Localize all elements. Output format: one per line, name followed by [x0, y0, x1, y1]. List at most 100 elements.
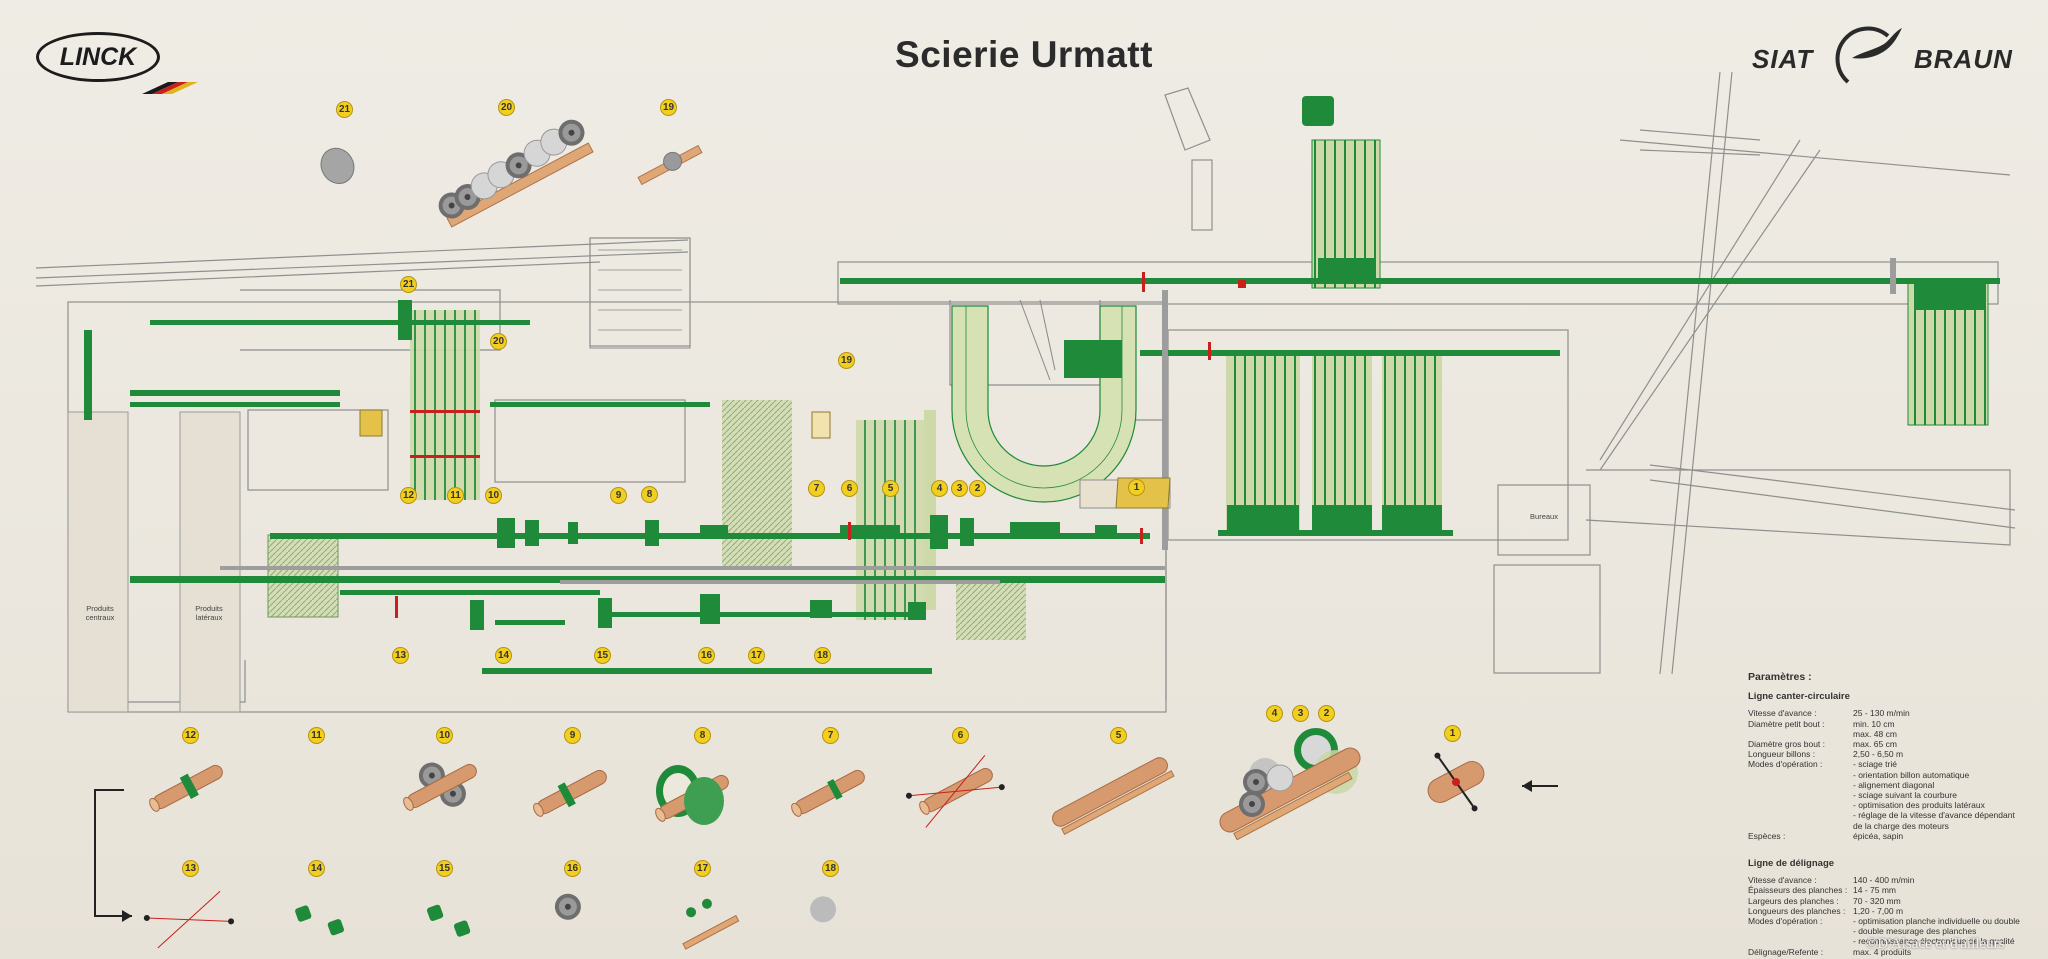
marker-row1-7: 7: [822, 727, 839, 744]
marker-row2-18: 18: [822, 860, 839, 877]
photo-credit: ©D'Alsace et d'ailleurs: [1866, 936, 2005, 952]
parameter-key: Longueurs des planches :: [1748, 905, 1846, 916]
parameter-key: [1748, 800, 1853, 810]
parameter-value: - réglage de la vitesse d'avance dépenda…: [1853, 810, 2015, 821]
illustration-20: [434, 115, 594, 228]
parameter-value: - optimisation des produits latéraux: [1853, 800, 1985, 811]
parameter-key: Largeurs des planches :: [1748, 895, 1839, 906]
parameter-key: Modes d'opération :: [1748, 916, 1823, 927]
bird-emblem-icon: [1835, 26, 1902, 84]
parameter-value: max. 4 produits: [1853, 946, 1912, 957]
marker-plan-2: 2: [969, 480, 986, 497]
marker-row2-14: 14: [308, 860, 325, 877]
parameter-value: - sciage suivant la courbure: [1853, 790, 1957, 801]
label-produits-lateraux: Produits latéraux: [195, 604, 223, 622]
parameter-value: 14 - 75 mm: [1853, 885, 1896, 896]
label-bureaux: Bureaux: [1530, 512, 1558, 521]
parameter-row: - double mesurage des planches: [1748, 926, 2048, 936]
illustration-15: [426, 904, 471, 937]
marker-row1-1: 1: [1444, 725, 1461, 742]
marker-plan-11: 11: [447, 487, 464, 504]
marker-row1-5: 5: [1110, 727, 1127, 744]
parameter-value: max. 48 cm: [1853, 728, 1897, 739]
parameter-key: Modes d'opération :: [1748, 759, 1823, 770]
parameter-row: Diamètre petit bout :min. 10 cm: [1748, 719, 2048, 729]
illustration-10: [401, 757, 480, 813]
illustration-9: [531, 767, 610, 819]
parameter-key: Vitesse d'avance :: [1748, 875, 1817, 886]
marker-row1-12: 12: [182, 727, 199, 744]
illustration-13: [143, 890, 235, 949]
parameter-row: Modes d'opération : - optimisation planch…: [1748, 916, 2048, 926]
parameter-key: Délignage/Refente :: [1748, 946, 1824, 957]
illustration-8: [653, 765, 732, 825]
parameter-row: Longueur billons :2,50 - 6,50 m: [1748, 749, 2048, 759]
illustration-5: [1052, 757, 1175, 835]
parameter-row: Vitesse d'avance :25 - 130 m/min: [1748, 708, 2048, 718]
marker-plan-12: 12: [400, 487, 417, 504]
linck-logo: LINCK: [36, 32, 160, 82]
parameters-panel: Paramètres : Ligne canter-circulaire Vit…: [1748, 672, 2048, 957]
parameter-row: de la charge des moteurs: [1748, 821, 2048, 831]
parameter-key: [1748, 729, 1853, 739]
parameter-row: - orientation billon automatique: [1748, 770, 2048, 780]
parameter-key: [1748, 926, 1853, 936]
marker-plan-9: 9: [610, 487, 627, 504]
marker-row1-6: 6: [952, 727, 969, 744]
parameter-value: - optimisation planche individuelle ou d…: [1853, 916, 2020, 927]
parameter-row: - sciage suivant la courbure: [1748, 790, 2048, 800]
flag-stripes-icon: [142, 82, 198, 94]
parameter-value: épicéa, sapin: [1853, 830, 1904, 841]
marker-plan-5: 5: [882, 480, 899, 497]
parameter-row: max. 48 cm: [1748, 729, 2048, 739]
parameter-value: max. 65 cm: [1853, 739, 1897, 750]
parameter-row: Longueurs des planches : 1,20 - 7,00 m: [1748, 906, 2048, 916]
marker-plan-18: 18: [814, 647, 831, 664]
marker-plan-14: 14: [495, 647, 512, 664]
marker-row1-3: 3: [1292, 705, 1309, 722]
parameter-value: - sciage trié: [1853, 759, 1897, 770]
illustration-6: [905, 755, 1005, 828]
parameter-value: 70 - 320 mm: [1853, 895, 1901, 906]
parameter-value: de la charge des moteurs: [1853, 820, 1949, 831]
marker-plan-1: 1: [1128, 479, 1145, 496]
siat-braun-logo: SIAT BRAUN: [1752, 22, 2022, 92]
label-produits-centraux: Produits centraux: [85, 604, 115, 622]
marker-plan-10: 10: [485, 487, 502, 504]
marker-plan-15: 15: [594, 647, 611, 664]
marker-plan-8: 8: [641, 486, 658, 503]
parameter-key: Vitesse d'avance :: [1748, 708, 1817, 719]
parameter-value: - reconnaissance électronique de la qual…: [1853, 936, 2015, 947]
parameter-key: Épaisseurs des planches :: [1748, 885, 1848, 896]
parameter-row: Délignage/Refente : max. 4 produits: [1748, 947, 2048, 957]
marker-plan-21: 21: [400, 276, 417, 293]
illustration-16: [551, 890, 585, 924]
page-title: Scierie Urmatt: [895, 34, 1153, 75]
illustration-19: [637, 144, 703, 186]
parameter-key: [1748, 780, 1853, 790]
parameter-key: [1748, 810, 1853, 820]
marker-plan-4: 4: [931, 480, 948, 497]
parameter-key: [1748, 936, 1853, 946]
illustration-1: [1427, 752, 1485, 812]
marker-row2-16: 16: [564, 860, 581, 877]
parameter-row: Largeurs des planches : 70 - 320 mm: [1748, 896, 2048, 906]
marker-plan-16: 16: [698, 647, 715, 664]
marker-19: 19: [660, 99, 677, 116]
parameter-row: - réglage de la vitesse d'avance dépenda…: [1748, 810, 2048, 820]
marker-row1-8: 8: [694, 727, 711, 744]
parameter-value: - orientation billon automatique: [1853, 769, 1970, 780]
parameter-value: min. 10 cm: [1853, 718, 1895, 729]
parameter-value: 1,20 - 7,00 m: [1853, 905, 1904, 916]
canter-title: Ligne canter-circulaire: [1748, 691, 1850, 703]
illustration-18: [810, 896, 837, 923]
marker-row1-10: 10: [436, 727, 453, 744]
marker-plan-20: 20: [490, 333, 507, 350]
parameter-row: Vitesse d'avance :140 - 400 m/min: [1748, 875, 2048, 885]
marker-plan-3: 3: [951, 480, 968, 497]
parameter-key: Diamètre gros bout :: [1748, 739, 1826, 750]
illustration-21: [320, 147, 355, 184]
